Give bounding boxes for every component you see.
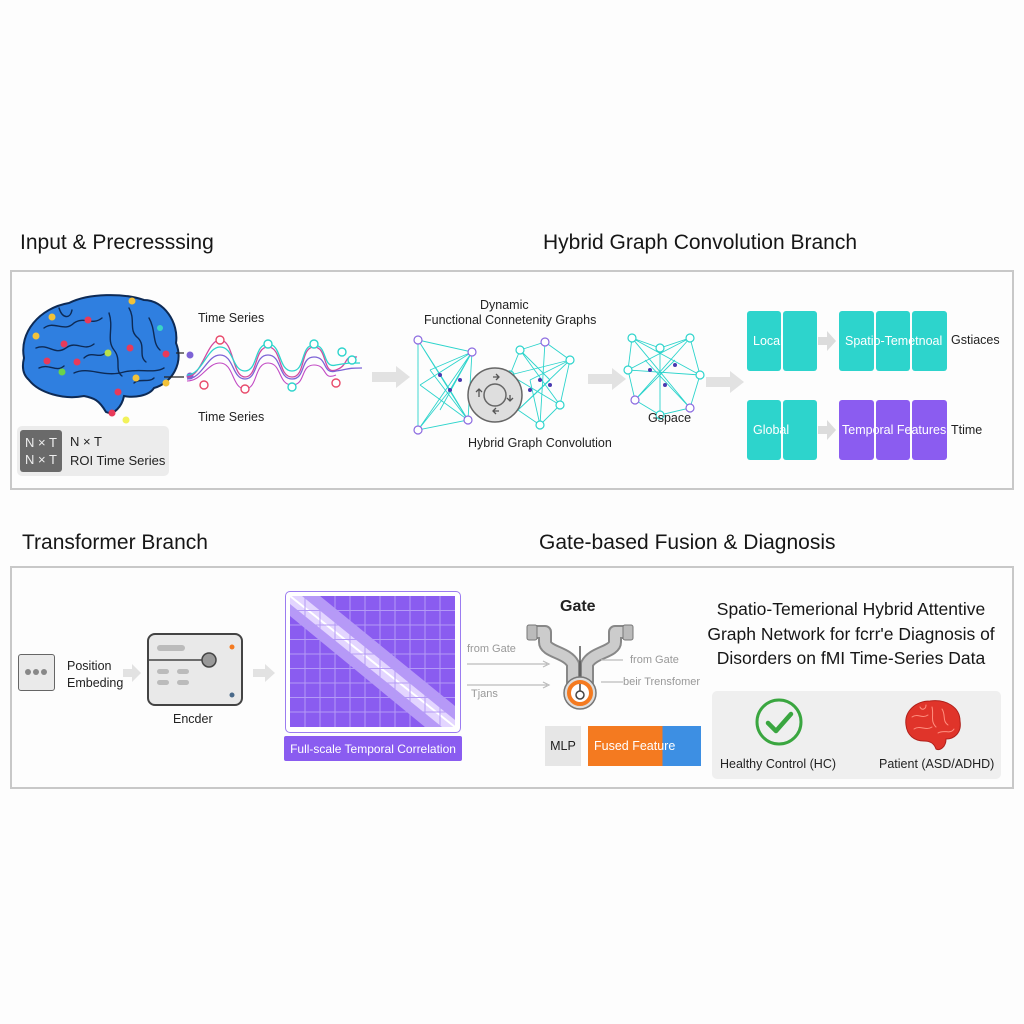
roi-text-line1: N × T [70,434,102,449]
global-label: Global [753,423,790,437]
gate-valve-icon [526,624,634,710]
time-series-waves [186,335,363,394]
temporal-correlation-matrix [285,591,461,733]
paper-title: Spatio-Temerional Hybrid Attentive Graph… [692,597,1010,671]
fused-feature-block: Fused Feature [588,726,701,766]
position-label-line2: Embeding [67,676,124,690]
gate-title: Gate [560,598,596,615]
temporal-features-block: Temporal Features [839,400,948,460]
position-embedding-icon [18,654,55,691]
local-label: Local [753,334,783,348]
gspace-label: Gspace [648,411,692,425]
local-block: Local [747,311,817,371]
encoder-label: Encder [173,712,213,726]
connectivity-graphs [413,333,705,435]
flow-arrow-icon [818,331,836,351]
mlp-block: MLP [545,726,581,766]
ttime-label: Ttime [951,423,983,437]
flow-arrow-icon [123,664,141,682]
section-title-fusion: Gate-based Fusion & Diagnosis [539,531,836,554]
dfc-title-line1: Dynamic [480,298,529,312]
paper-title-line1: Spatio-Temerional Hybrid Attentive [716,599,986,619]
hybrid-graph-convolution-label: Hybrid Graph Convolution [468,436,612,450]
roi-badge-line2: N × T [25,452,57,467]
graph-convolution-icon [467,367,523,423]
trans-left-label: Tjans [471,688,498,700]
paper-title-line3: Disorders on fMI Time-Series Data [716,648,986,668]
gate-output-lines [601,659,623,683]
brain-icon [21,294,184,424]
gstiaces-label: Gstiaces [951,333,1000,347]
section-title-input: Input & Precresssing [20,231,214,254]
section-title-hybrid-graph: Hybrid Graph Convolution Branch [543,231,857,254]
temporal-label: Temporal Features [842,423,947,437]
flow-arrow-icon [372,366,410,388]
flow-arrow-icon [818,420,836,440]
roi-time-series-badge: N × T N × T N × T ROI Time Series [17,426,169,476]
from-gate-right-label: from Gate [630,654,679,666]
transformer-right-label: beir Trensfomer [623,676,701,688]
correlation-label: Full-scale Temporal Correlation [284,736,462,761]
position-label-line1: Position [67,659,112,673]
paper-title-line2: Graph Network for fcrr'e Diagnosis of [707,623,995,644]
roi-badge-line1: N × T [25,435,57,450]
from-gate-left-label: from Gate [467,643,516,655]
flow-arrow-icon [706,371,744,393]
gate-input-arrows [467,660,551,689]
flow-arrow-icon [588,368,626,390]
healthy-control-label: Healthy Control (HC) [720,757,837,771]
flow-arrow-icon [253,664,275,682]
encoder-block [147,633,243,706]
diagnosis-outcome-box: Healthy Control (HC) Patient (ASD/ADHD) [712,691,1001,779]
dfc-title-line2: Functional Connetenity Graphs [424,313,597,327]
global-block: Global [747,400,817,460]
time-series-label-top: Time Series [198,311,265,325]
check-circle-icon [755,698,803,746]
patient-brain-icon [905,700,961,750]
section-title-transformer: Transformer Branch [22,531,208,554]
patient-label: Patient (ASD/ADHD) [879,757,995,771]
time-series-label-bottom: Time Series [198,410,265,424]
roi-matrix-icon: N × T N × T [20,430,62,472]
roi-text-line2: ROI Time Series [70,453,166,468]
spatio-temporal-block: Spatio-Temetnoal [839,311,948,371]
spatio-label: Spatio-Temetnoal [845,334,943,348]
